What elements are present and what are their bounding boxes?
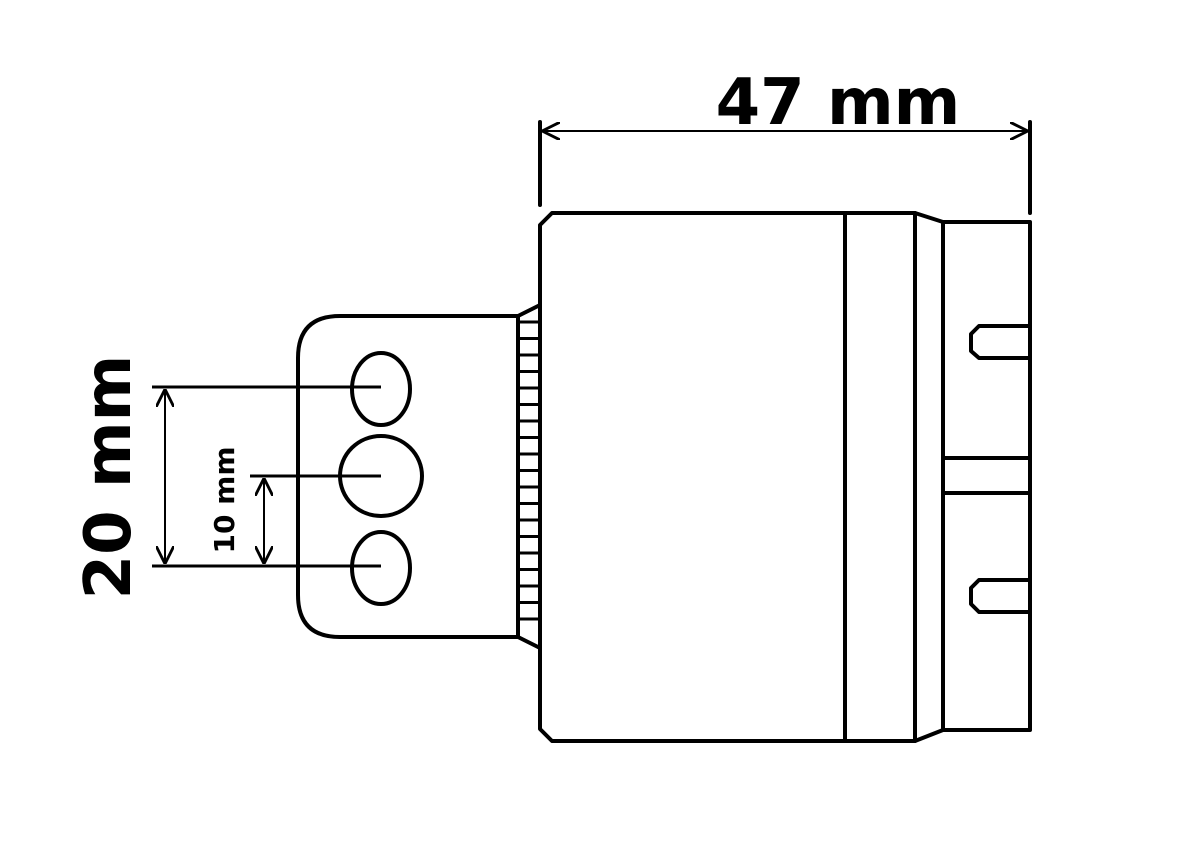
inner-spacing-label: 10 mm (208, 446, 241, 553)
outer-spacing-label: 20 mm (72, 355, 146, 600)
ribbed-neck (518, 320, 540, 621)
width-label: 47 mm (716, 66, 961, 140)
main-body (538, 211, 945, 743)
latch-tab-bottom (969, 578, 1032, 614)
pin-hole-top (350, 351, 412, 427)
pin-hole-bottom (350, 530, 412, 606)
rear-cap (941, 220, 1032, 732)
plug-head (296, 314, 520, 639)
latch-tab-top (969, 324, 1032, 360)
